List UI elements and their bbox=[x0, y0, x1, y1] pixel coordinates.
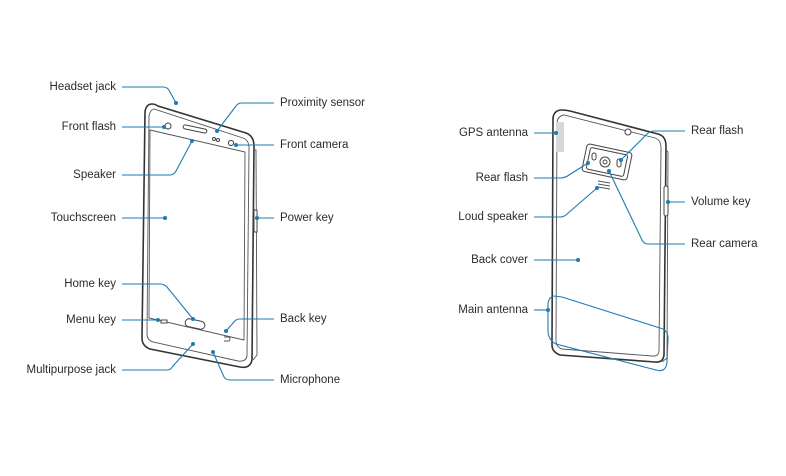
leader-multipurpose-jack bbox=[122, 343, 194, 371]
label-touchscreen: Touchscreen bbox=[50, 212, 116, 224]
label-power-key: Power key bbox=[280, 212, 334, 224]
leader-speaker bbox=[122, 140, 193, 176]
back-key-icon bbox=[224, 336, 231, 342]
label-multipurpose-jack: Multipurpose jack bbox=[26, 364, 116, 376]
label-main-antenna: Main antenna bbox=[458, 304, 528, 316]
label-home-key: Home key bbox=[64, 278, 116, 290]
label-back-key: Back key bbox=[280, 313, 327, 325]
label-rear-flash-left: Rear flash bbox=[475, 172, 528, 184]
loud-speaker-grille bbox=[597, 180, 611, 190]
leader-rear-flash-right bbox=[620, 130, 685, 161]
proximity-sensor-icon-2 bbox=[216, 138, 220, 142]
rear-side-edge bbox=[661, 149, 669, 363]
leader-back-key bbox=[225, 318, 274, 332]
leader-microphone bbox=[212, 351, 274, 381]
front-side-edge bbox=[252, 149, 258, 361]
label-speaker: Speaker bbox=[73, 169, 116, 181]
rear-headset-jack bbox=[624, 128, 632, 136]
main-antenna-region bbox=[547, 295, 669, 372]
leader-proximity-sensor bbox=[216, 102, 274, 132]
front-camera-icon bbox=[227, 139, 235, 147]
label-proximity-sensor: Proximity sensor bbox=[280, 97, 365, 109]
front-phone-body bbox=[141, 103, 255, 369]
gps-antenna-area bbox=[556, 122, 564, 152]
leader-rear-camera bbox=[608, 170, 685, 245]
front-phone bbox=[141, 103, 258, 369]
label-back-cover: Back cover bbox=[471, 254, 528, 266]
label-headset-jack: Headset jack bbox=[49, 81, 116, 93]
front-phone-inner-edge bbox=[146, 108, 250, 362]
front-flash-icon bbox=[164, 122, 172, 130]
speaker-grille bbox=[182, 124, 208, 134]
rear-phone bbox=[551, 109, 669, 363]
rear-leaders bbox=[534, 130, 685, 372]
rear-phone-body bbox=[551, 109, 667, 363]
label-rear-camera: Rear camera bbox=[691, 238, 758, 250]
rear-camera-lens-inner bbox=[602, 159, 608, 165]
rear-flash-left-icon bbox=[591, 152, 597, 161]
label-microphone: Microphone bbox=[280, 374, 341, 386]
rear-phone-inner-edge bbox=[555, 114, 662, 357]
label-rear-flash-right: Rear flash bbox=[691, 125, 744, 137]
home-key-button bbox=[184, 318, 206, 330]
leader-rear-flash-left bbox=[534, 162, 589, 179]
front-leaders bbox=[122, 86, 274, 381]
power-key-button bbox=[253, 209, 258, 233]
menu-key-icon bbox=[160, 319, 168, 324]
label-front-flash: Front flash bbox=[61, 121, 116, 133]
proximity-sensor-icon bbox=[212, 137, 216, 141]
leader-home-key bbox=[122, 283, 194, 320]
label-front-camera: Front camera bbox=[280, 139, 349, 151]
label-menu-key: Menu key bbox=[66, 314, 116, 326]
touchscreen-area bbox=[148, 129, 246, 341]
leader-headset-jack bbox=[122, 86, 177, 104]
label-volume-key: Volume key bbox=[691, 196, 751, 208]
label-loud-speaker: Loud speaker bbox=[458, 211, 528, 223]
label-gps-antenna: GPS antenna bbox=[458, 127, 528, 139]
leader-loud-speaker bbox=[534, 187, 598, 218]
